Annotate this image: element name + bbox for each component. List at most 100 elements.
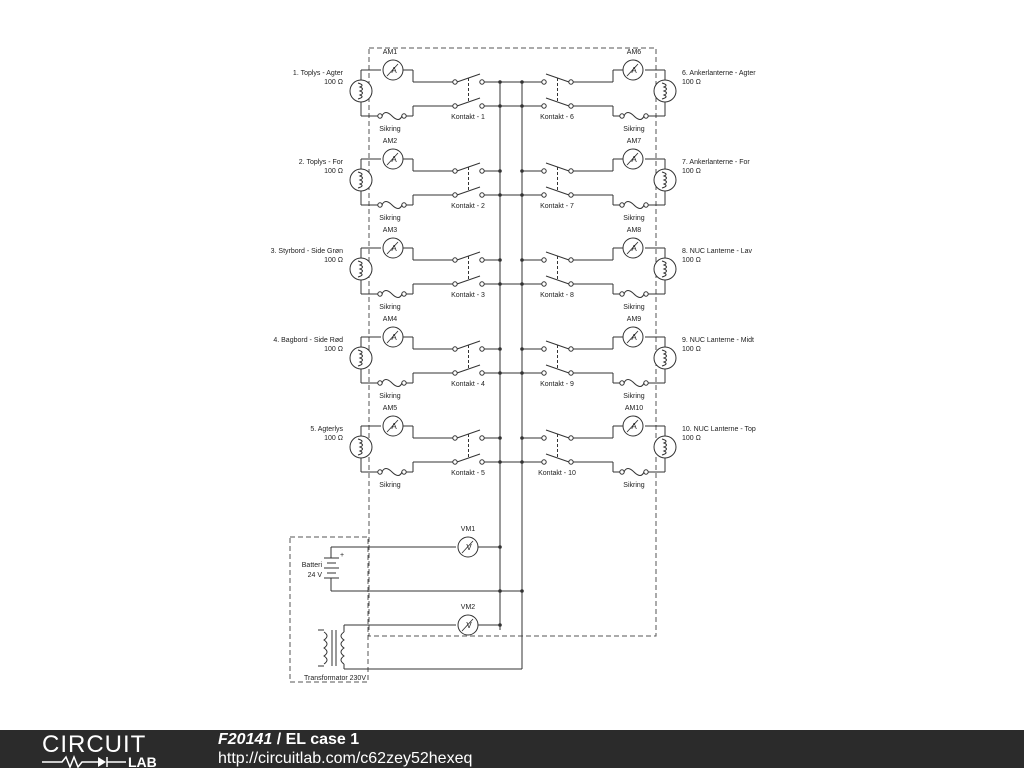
meter-needle	[386, 241, 399, 255]
fuse-symbol	[377, 290, 407, 298]
fuse-label: Sikring	[623, 215, 645, 222]
load-label: 10. NUC Lanterne - Top	[682, 426, 756, 433]
terminal	[541, 192, 547, 198]
terminal	[643, 380, 649, 386]
switch-label: Kontakt - 5	[451, 470, 485, 477]
junction-dot	[498, 545, 502, 549]
junction-dot	[498, 104, 502, 108]
meter-letter: A	[391, 333, 397, 342]
fuse-symbol	[619, 112, 649, 120]
ammeter-label: AM1	[383, 49, 398, 56]
junction-dot	[498, 169, 502, 173]
terminal	[643, 113, 649, 119]
load-lamp	[653, 168, 677, 192]
terminal	[619, 113, 625, 119]
load-label: 5. Agterlys	[310, 426, 343, 433]
transformer-secondary	[340, 631, 345, 665]
ammeter-label: AM5	[383, 405, 398, 412]
switch-blade	[456, 275, 481, 285]
terminal	[568, 435, 574, 441]
terminal	[541, 281, 547, 287]
ammeter-label: AM6	[627, 49, 642, 56]
meter-letter: A	[391, 422, 397, 431]
junction-dot	[520, 169, 524, 173]
terminal	[452, 459, 458, 465]
resistance-label: 100 Ω	[324, 435, 343, 442]
switch-label: Kontakt - 9	[540, 381, 574, 388]
ammeter: A	[622, 148, 644, 170]
fuse-label: Sikring	[623, 126, 645, 133]
terminal	[479, 257, 485, 263]
terminal	[479, 370, 485, 376]
circuit-id[interactable]: F20141	[218, 731, 273, 748]
load-label: 1. Toplys - Agter	[293, 70, 344, 77]
ammeter: A	[382, 415, 404, 437]
terminal	[479, 346, 485, 352]
meter-needle	[626, 419, 639, 433]
meter-needle	[626, 152, 639, 166]
resistance-label: 100 Ω	[682, 168, 701, 175]
terminal	[568, 79, 574, 85]
terminal	[541, 435, 547, 441]
resistance-label: 100 Ω	[682, 346, 701, 353]
meter-letter: A	[631, 66, 637, 75]
switch-blade	[456, 186, 481, 196]
terminal	[619, 380, 625, 386]
fuse-symbol	[377, 468, 407, 476]
load-lamp	[349, 257, 373, 281]
terminal	[568, 257, 574, 263]
junction-dot	[498, 258, 502, 262]
terminal	[479, 168, 485, 174]
switch-label: Kontakt - 6	[540, 114, 574, 121]
terminal	[568, 459, 574, 465]
circuit-title: F20141 / EL case 1	[218, 731, 359, 749]
terminal	[401, 469, 407, 475]
terminal	[452, 79, 458, 85]
junction-dot	[498, 436, 502, 440]
lamp-filament	[357, 349, 363, 367]
switch-blade	[545, 97, 570, 107]
terminal	[452, 281, 458, 287]
junction-dot	[498, 371, 502, 375]
lamp-filament	[661, 82, 667, 100]
fuse-wave	[381, 290, 403, 298]
meter-letter: V	[466, 621, 472, 630]
terminal	[619, 202, 625, 208]
circuit-url[interactable]: http://circuitlab.com/c62zey52hexeq	[218, 750, 473, 767]
switch-label: Kontakt - 4	[451, 381, 485, 388]
load-label: 9. NUC Lanterne - Midt	[682, 337, 754, 344]
terminal	[541, 459, 547, 465]
double-pole-switch	[541, 251, 574, 287]
terminal	[541, 346, 547, 352]
fuse-label: Sikring	[379, 482, 401, 489]
junction-dot	[498, 193, 502, 197]
terminal	[568, 103, 574, 109]
terminal	[377, 291, 383, 297]
terminal	[568, 192, 574, 198]
meter-letter: V	[466, 543, 472, 552]
voltmeter-1-label: VM1	[461, 526, 476, 533]
fuse-symbol	[377, 112, 407, 120]
terminal	[568, 370, 574, 376]
ammeter-label: AM4	[383, 316, 398, 323]
lamp-filament	[357, 260, 363, 278]
ammeter: A	[382, 148, 404, 170]
transformer-enclosure	[289, 536, 369, 683]
double-pole-switch	[452, 251, 485, 287]
switch-blade	[545, 453, 570, 463]
terminal	[643, 291, 649, 297]
fuse-wave	[381, 201, 403, 209]
meter-needle	[386, 419, 399, 433]
load-lamp	[653, 435, 677, 459]
meter-letter: A	[631, 155, 637, 164]
lamp-filament	[357, 171, 363, 189]
circuitlab-logo[interactable]: CIRCUIT LAB	[42, 733, 177, 769]
